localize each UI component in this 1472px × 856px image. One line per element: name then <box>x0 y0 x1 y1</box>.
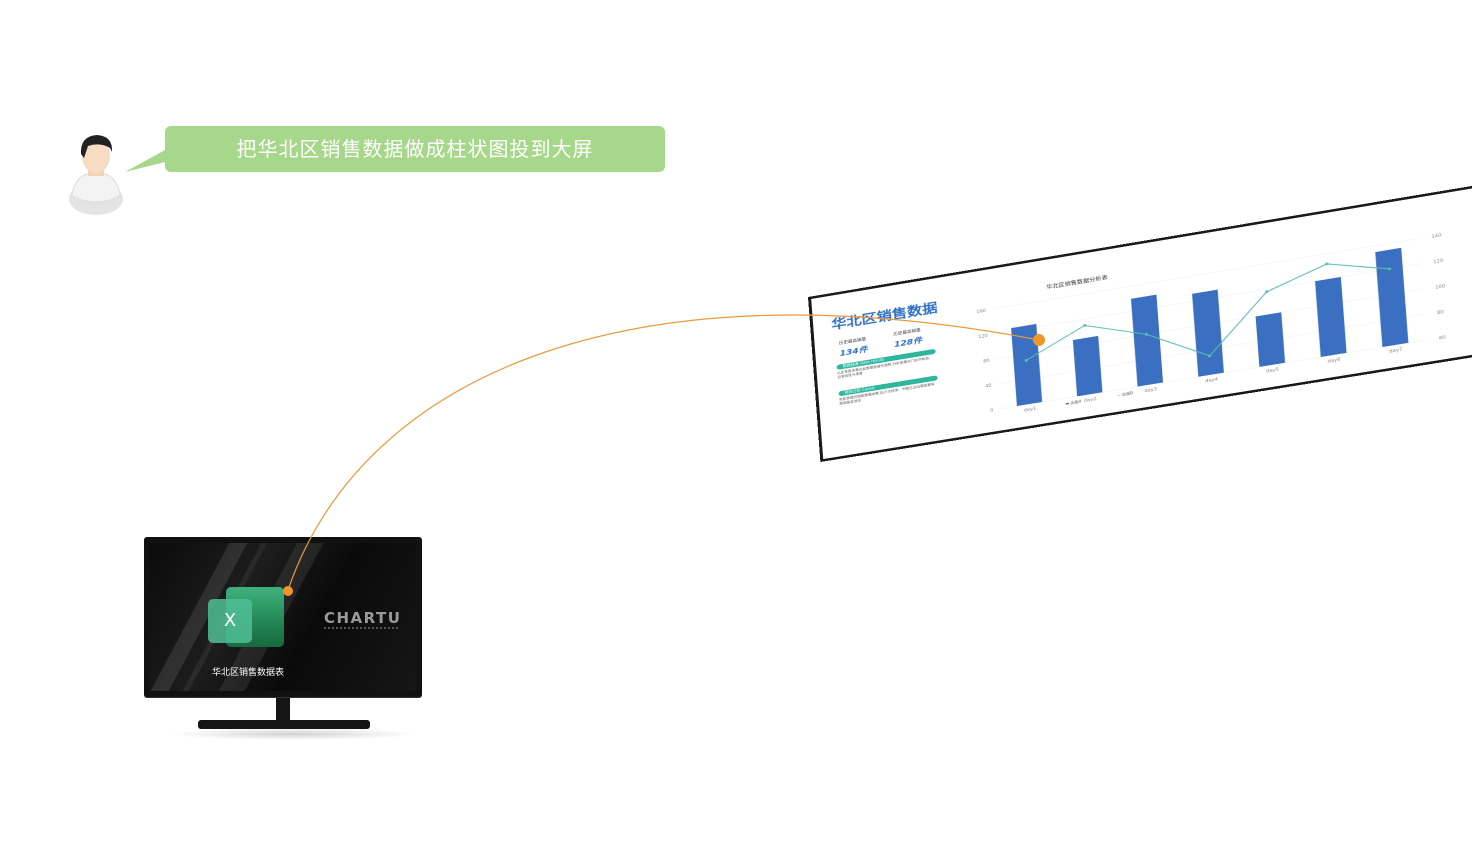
y2-tick-label: 140 <box>1431 233 1442 240</box>
cast-arc <box>287 314 1040 591</box>
y2-tick-label: 100 <box>1435 283 1446 290</box>
y-tick-label: 80 <box>983 358 990 365</box>
x-tick-label: day2 <box>1084 396 1097 404</box>
bar <box>1192 289 1224 377</box>
y-tick-label: 160 <box>976 308 986 315</box>
sales-chart: 0 40 80 120 160 60 80 100 120 140 day1 day2 day3 day4… <box>976 233 1446 414</box>
monitor-stand-base <box>198 720 370 729</box>
monitor-shadow <box>168 728 418 740</box>
file-label[interactable]: 华北区销售数据表 <box>212 668 285 678</box>
y2-tick-label: 60 <box>1439 335 1446 342</box>
excel-file-icon[interactable]: X <box>208 587 286 657</box>
y2-tick-label: 120 <box>1433 258 1444 265</box>
x-tick-label: day3 <box>1144 386 1157 394</box>
large-display-frame: 华北区销售数据 历史最高销量 134件 历史最高销量 128件 数据结果 Dat… <box>808 184 1472 462</box>
brand-tagline <box>324 627 398 632</box>
excel-icon-front: X <box>208 599 252 643</box>
x-tick-label: day4 <box>1205 377 1218 385</box>
y-tick-label: 0 <box>990 408 994 414</box>
x-tick-label: day7 <box>1389 347 1403 355</box>
x-tick-label: day1 <box>1023 406 1036 414</box>
y-tick-label: 120 <box>978 333 988 340</box>
user-request-text: 把华北区销售数据做成柱状图投到大屏 <box>236 137 594 161</box>
bar <box>1011 323 1043 407</box>
x-tick-label: day5 <box>1266 367 1279 375</box>
desktop-monitor: X 华北区销售数据表 CHARTU <box>144 537 422 697</box>
bar <box>1130 294 1164 387</box>
cast-target-dot <box>1033 334 1045 346</box>
brand-logo: CHARTU <box>324 609 402 627</box>
x-tick-label: day6 <box>1327 357 1340 365</box>
y2-tick-label: 80 <box>1437 309 1444 316</box>
speech-bubble: 把华北区销售数据做成柱状图投到大屏 <box>165 126 665 172</box>
bar <box>1072 335 1103 397</box>
y-tick-label: 40 <box>985 383 992 390</box>
large-display: 华北区销售数据 历史最高销量 134件 历史最高销量 128件 数据结果 Dat… <box>808 184 1472 462</box>
cast-source-dot <box>283 586 293 596</box>
monitor-screen: X 华北区销售数据表 CHARTU <box>150 543 416 691</box>
monitor-stand-neck <box>276 697 290 721</box>
bubble-tail <box>125 150 165 172</box>
